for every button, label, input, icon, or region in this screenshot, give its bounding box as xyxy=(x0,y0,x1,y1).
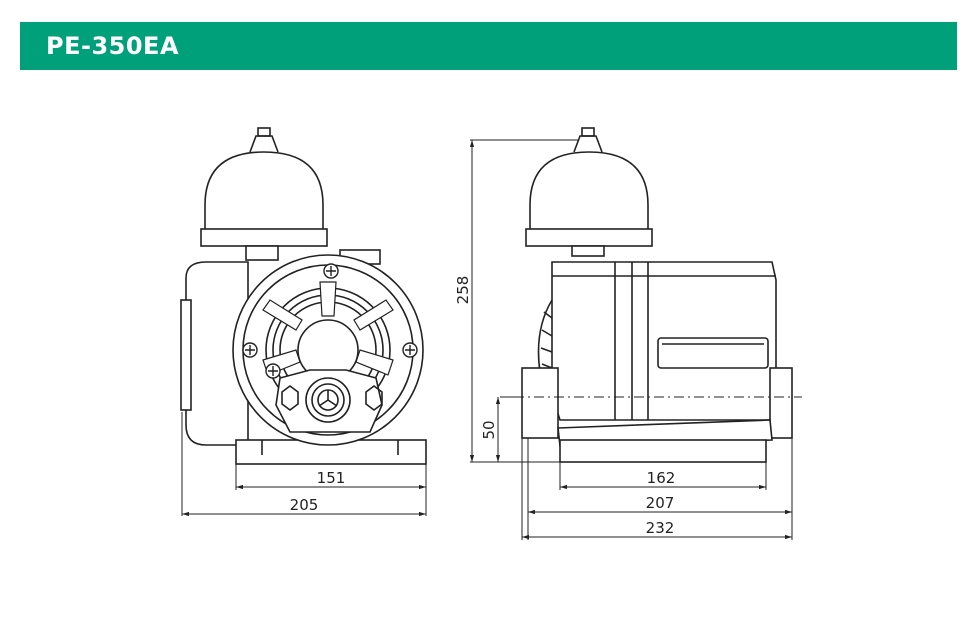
front-tank-collar xyxy=(200,228,328,247)
side-tank-dome xyxy=(529,151,649,231)
dim-207-label: 207 xyxy=(646,494,675,512)
dim-232-label: 232 xyxy=(646,519,675,537)
side-tank-collar xyxy=(525,228,653,247)
front-view xyxy=(180,127,427,517)
dim-50-label: 50 xyxy=(480,420,498,439)
dim-205-label: 205 xyxy=(290,496,319,514)
front-tank-valve xyxy=(249,135,279,153)
model-title: PE-350EA xyxy=(46,32,180,60)
side-base xyxy=(559,439,767,463)
dim-151-label: 151 xyxy=(317,469,346,487)
side-view xyxy=(469,127,802,540)
model-header-bar: PE-350EA xyxy=(20,22,957,70)
front-tank-dome xyxy=(204,151,324,231)
dim-258-label: 258 xyxy=(454,276,472,305)
dim-162-label: 162 xyxy=(647,469,676,487)
